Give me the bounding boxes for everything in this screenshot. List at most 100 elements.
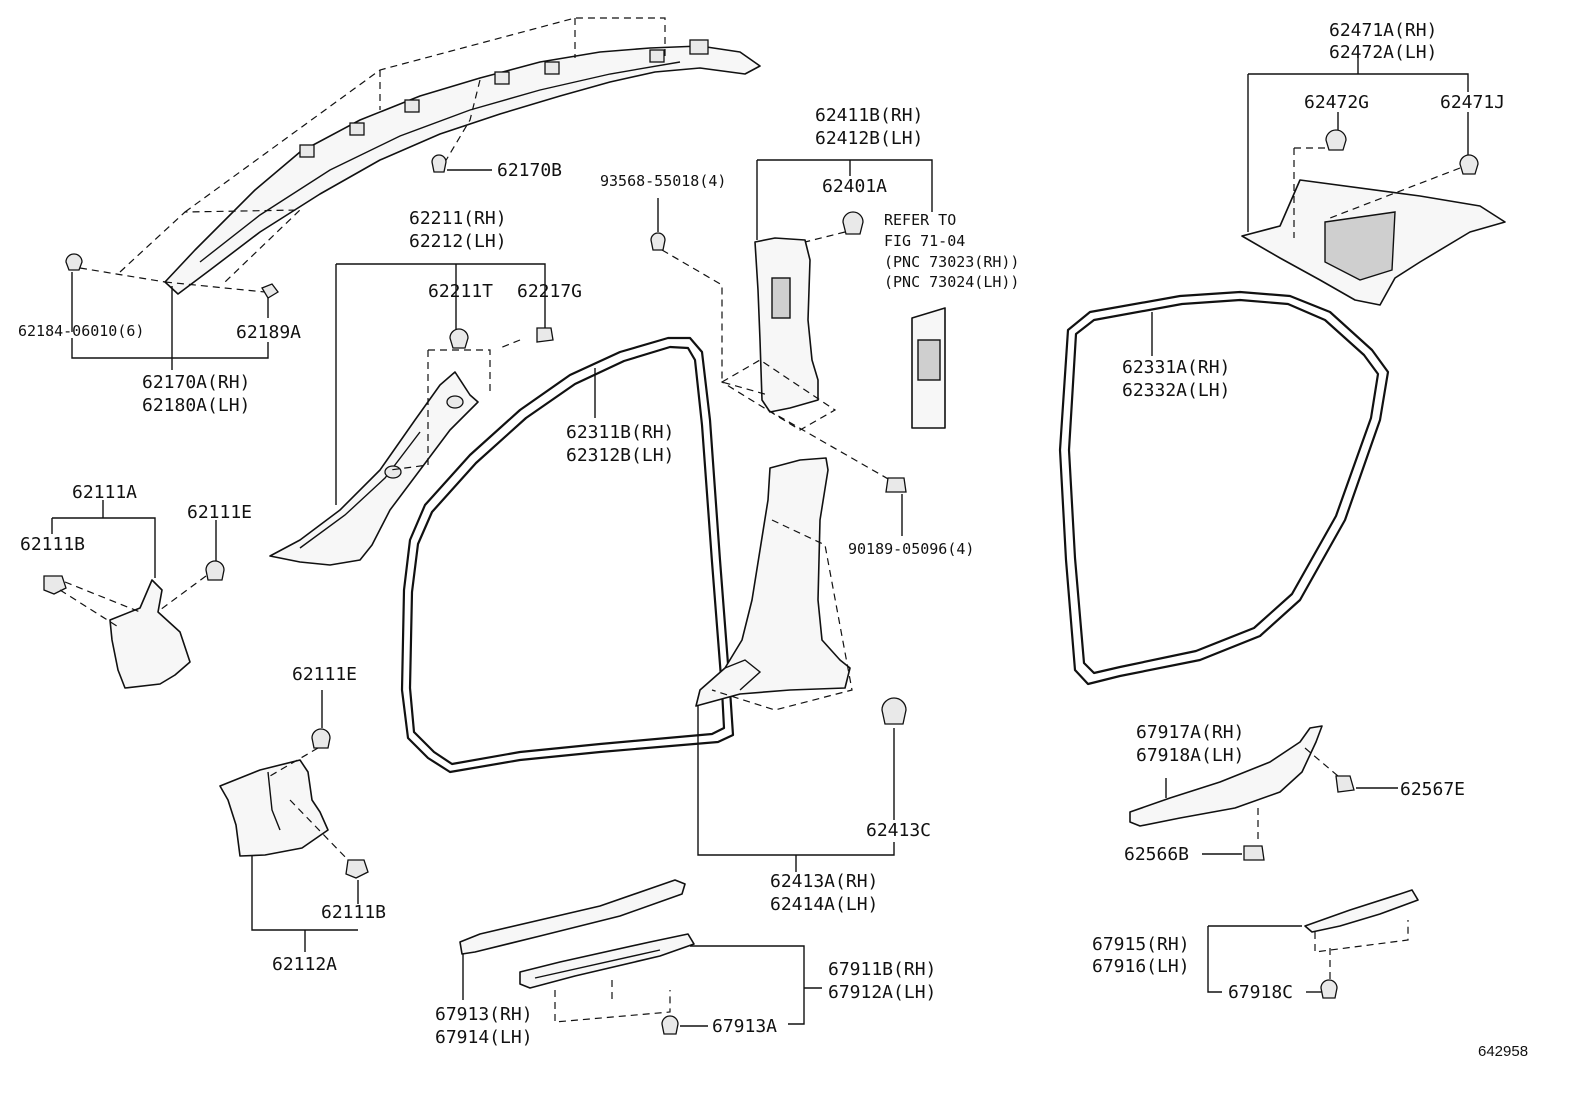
label-67916: 67916(LH) — [1092, 956, 1190, 977]
clip-62217G-icon — [536, 327, 554, 343]
label-62211T: 62211T — [428, 281, 493, 302]
refer-line-3: (PNC 73023(RH)) — [884, 253, 1019, 271]
label-90189-05096: 90189-05096(4) — [848, 540, 974, 558]
label-62312B: 62312B(LH) — [566, 445, 674, 466]
label-62472G: 62472G — [1304, 92, 1369, 113]
label-62111E-top: 62111E — [187, 502, 252, 523]
cowl-side-trim-upper-group — [43, 500, 225, 689]
label-67918A: 67918A(LH) — [1136, 745, 1244, 766]
label-62189A: 62189A — [236, 322, 301, 343]
label-62412B: 62412B(LH) — [815, 128, 923, 149]
clip-90189-icon — [885, 477, 907, 493]
label-62413C: 62413C — [866, 820, 931, 841]
label-62111E-bottom: 62111E — [292, 664, 357, 685]
cowl-side-trim-lower[interactable] — [219, 759, 329, 857]
roof-side-rail-garnish[interactable] — [164, 45, 761, 295]
label-62567E: 62567E — [1400, 779, 1465, 800]
label-62332A: 62332A(LH) — [1122, 380, 1230, 401]
front-scuff-plate-group — [459, 879, 822, 1035]
clip-62401A-icon — [842, 211, 864, 235]
rear-door-weatherstrip-group — [1058, 290, 1390, 686]
refer-line-4: (PNC 73024(LH)) — [884, 273, 1019, 291]
label-62401A: 62401A — [822, 176, 887, 197]
clip-62413C-icon — [881, 697, 907, 725]
clip-62567E-icon — [1335, 775, 1355, 793]
label-62217G: 62217G — [517, 281, 582, 302]
front-pillar-garnish-group — [269, 263, 554, 566]
refer-line-2: FIG 71-04 — [884, 232, 965, 250]
center-pillar-lower-garnish[interactable] — [695, 457, 851, 707]
clip-62189A-icon — [261, 283, 279, 299]
front-pillar-garnish[interactable] — [269, 371, 479, 566]
label-67912A: 67912A(LH) — [828, 982, 936, 1003]
center-pillar-lower-group — [695, 457, 907, 872]
label-62414A: 62414A(LH) — [770, 894, 878, 915]
clip-62111E-bottom-icon — [311, 728, 331, 749]
label-62170B: 62170B — [497, 160, 562, 181]
label-67915: 67915(RH) — [1092, 934, 1190, 955]
label-62311B: 62311B(RH) — [566, 422, 674, 443]
label-67917A: 67917A(RH) — [1136, 722, 1244, 743]
refer-line-1: REFER TO — [884, 211, 956, 229]
rail-clip-6 — [649, 49, 665, 63]
clip-62111B-bottom-icon — [345, 859, 369, 879]
front-door-opening-trim-weatherstrip[interactable] — [400, 336, 735, 774]
screw-62170B-icon — [431, 154, 447, 173]
rail-clip-4 — [494, 71, 510, 85]
pillar-clip-hole-1 — [384, 465, 402, 479]
front-door-scuff-plate-inner[interactable] — [519, 933, 695, 989]
clip-62111B-top-icon — [43, 575, 67, 595]
label-62111B-bottom: 62111B — [321, 902, 386, 923]
label-62211: 62211(RH) — [409, 208, 507, 229]
rear-door-scuff-plate-lower[interactable] — [1304, 889, 1419, 933]
center-pillar-upper-garnish[interactable] — [754, 237, 819, 413]
clip-62211T-icon — [449, 328, 469, 349]
label-62471J: 62471J — [1440, 92, 1505, 113]
rail-clip-2 — [349, 122, 365, 136]
label-62180A: 62180A(LH) — [142, 395, 250, 416]
label-93568-55018: 93568-55018(4) — [600, 172, 726, 190]
roof-rail-garnish-group — [65, 17, 761, 370]
label-67914: 67914(LH) — [435, 1027, 533, 1048]
label-62111B-top: 62111B — [20, 534, 85, 555]
label-62411B: 62411B(RH) — [815, 105, 923, 126]
label-67918C: 67918C — [1228, 982, 1293, 1003]
rear-scuff-plate-group — [1129, 725, 1419, 999]
label-62471A: 62471A(RH) — [1329, 20, 1437, 41]
front-door-scuff-plate-outer[interactable] — [459, 879, 686, 955]
clip-67913A-icon — [661, 1015, 679, 1035]
quarter-trim-inner-panel — [1324, 211, 1396, 281]
cowl-side-trim-lower-group — [219, 690, 369, 952]
label-62170A: 62170A(RH) — [142, 372, 250, 393]
quarter-trim-group — [1241, 58, 1506, 306]
seat-belt-reference-inner — [917, 339, 941, 381]
label-62111A: 62111A — [72, 482, 137, 503]
front-door-weatherstrip-group — [400, 336, 735, 774]
rail-clip-1 — [299, 144, 315, 158]
clip-62566B-icon — [1243, 845, 1265, 861]
label-62112A: 62112A — [272, 954, 337, 975]
rail-clip-5 — [544, 61, 560, 75]
clip-62472G-icon — [1325, 129, 1347, 151]
cowl-side-trim-upper[interactable] — [109, 579, 191, 689]
label-62566B: 62566B — [1124, 844, 1189, 865]
rail-clip-7 — [689, 39, 709, 55]
rear-door-opening-trim-weatherstrip[interactable] — [1058, 290, 1390, 686]
clip-62471J-icon — [1459, 154, 1479, 175]
label-62184-06010: 62184-06010(6) — [18, 322, 144, 340]
rail-clip-3 — [404, 99, 420, 113]
label-62331A: 62331A(RH) — [1122, 357, 1230, 378]
label-67911B: 67911B(RH) — [828, 959, 936, 980]
clip-67918C-icon — [1320, 979, 1338, 999]
rear-door-scuff-plate-upper[interactable] — [1129, 725, 1323, 827]
label-67913A: 67913A — [712, 1016, 777, 1037]
center-pillar-upper-recess — [771, 277, 791, 319]
center-pillar-upper-group — [650, 159, 946, 481]
label-62472A: 62472A(LH) — [1329, 42, 1437, 63]
clip-62111E-top-icon — [205, 560, 225, 581]
pillar-clip-hole-2 — [446, 395, 464, 409]
label-62212: 62212(LH) — [409, 231, 507, 252]
figure-id: 642958 — [1478, 1043, 1528, 1060]
clip-62184-icon — [65, 253, 83, 271]
